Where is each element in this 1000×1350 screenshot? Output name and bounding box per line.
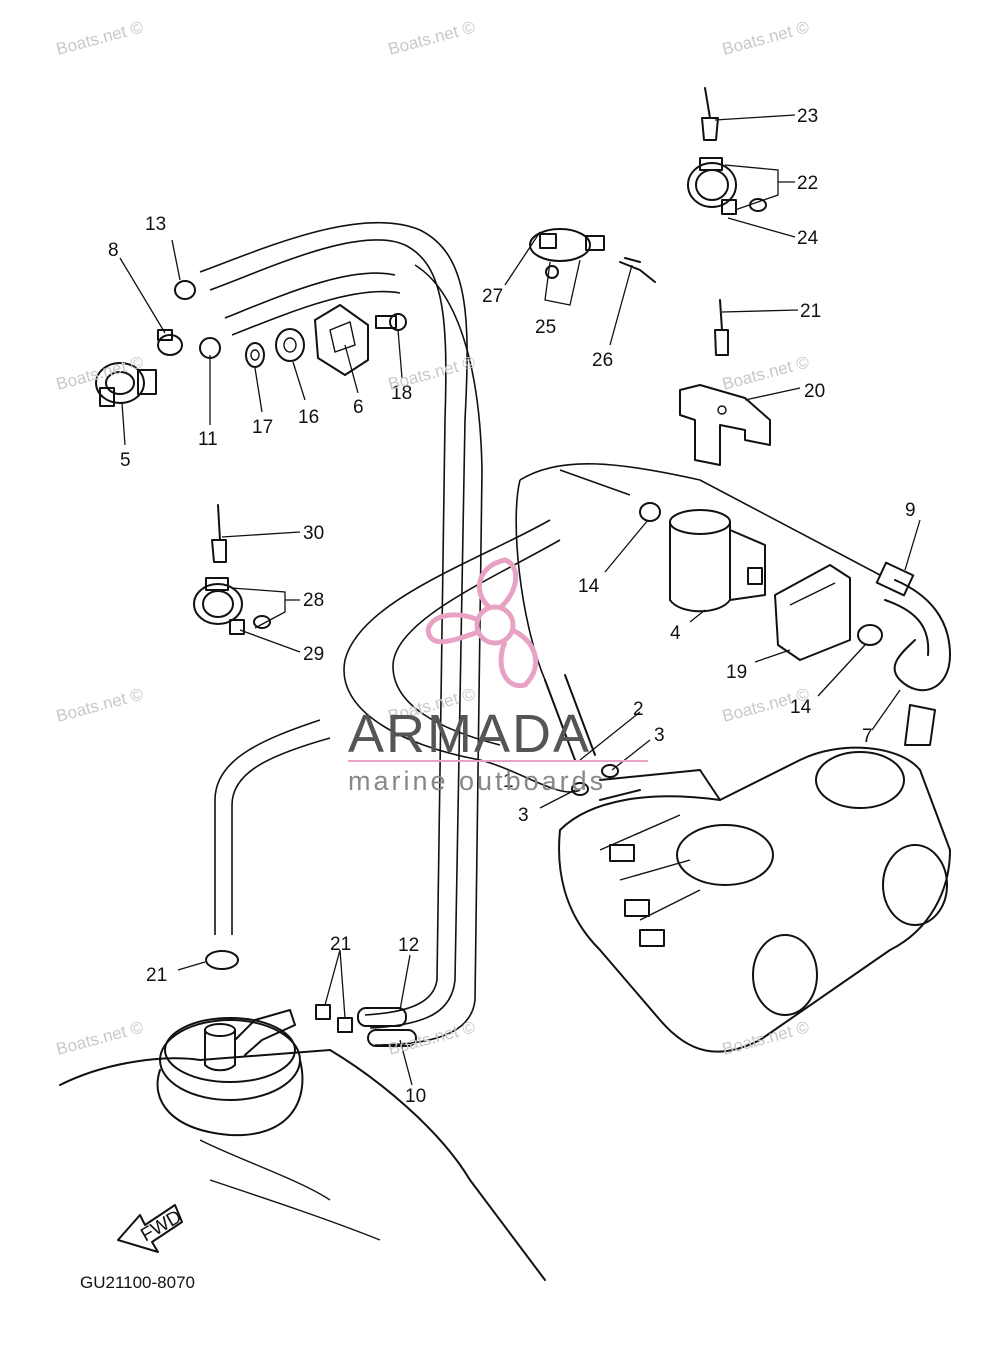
callout-1: 1 (503, 771, 514, 792)
part-code: GU21100-8070 (80, 1273, 195, 1292)
brand-divider (348, 760, 648, 762)
callout-3-a: 3 (654, 725, 665, 746)
clip-21-b (315, 1004, 353, 1033)
fwd-label: FWD (137, 1206, 185, 1246)
callout-14-b: 14 (790, 697, 812, 718)
callout-19: 20 (804, 381, 825, 402)
callout-17: 18 (391, 383, 412, 404)
clamp-27 (529, 228, 605, 279)
hose-10-12 (357, 1007, 417, 1047)
callout-21-b: 21 (146, 965, 167, 986)
rivet-23 (701, 87, 719, 141)
watermark-text: Boats.net © (386, 17, 477, 59)
clip-14-b (857, 624, 883, 646)
callout-30: 30 (303, 523, 324, 544)
callout-9: 9 (905, 500, 916, 521)
callout-11: 11 (198, 429, 218, 450)
vent-hose-long (199, 221, 483, 1046)
callout-2: 2 (633, 699, 644, 720)
cover-18 (774, 564, 851, 661)
callout-25: 25 (535, 317, 556, 338)
canister-4 (669, 509, 766, 613)
callout-22: 22 (797, 173, 818, 194)
callout-12: 12 (398, 935, 419, 956)
throttle-body-assembly (558, 704, 951, 1053)
pin-26 (619, 257, 656, 283)
watermark-text: Boats.net © (720, 17, 811, 59)
washer-16 (245, 342, 265, 368)
screw-17 (375, 313, 407, 331)
boats-net-watermarks: Boats.net © Boats.net © Boats.net © Boat… (54, 17, 811, 1059)
tank-fitting (204, 1009, 296, 1072)
clip-13 (174, 280, 196, 300)
check-valve-5 (95, 362, 157, 407)
rivet-20 (714, 299, 729, 356)
callout-5: 5 (120, 450, 131, 471)
bracket-19 (679, 384, 771, 466)
callout-29: 29 (303, 644, 324, 665)
armada-logo: ARMADA marine outboards (348, 557, 648, 796)
fuel-tank (59, 1017, 546, 1281)
hose-1-2 (544, 674, 619, 796)
brand-tagline: marine outboards (348, 766, 606, 796)
watermark-text: Boats.net © (386, 1017, 477, 1059)
callout-27: 27 (482, 286, 503, 307)
callout-14-a: 14 (578, 576, 600, 597)
damper-6 (314, 304, 369, 376)
propeller-icon (425, 557, 539, 689)
watermark-text: Boats.net © (720, 684, 811, 726)
callout-7: 7 (862, 726, 873, 747)
callout-8: 8 (108, 240, 119, 261)
watermark-text: Boats.net © (54, 1017, 145, 1059)
watermark-text: Boats.net © (54, 17, 145, 59)
callout-3-b: 3 (518, 805, 529, 826)
callout-28: 28 (303, 590, 324, 611)
callout-6: 6 (353, 397, 364, 418)
clip-14-a (639, 502, 661, 522)
callout-21-a: 21 (330, 934, 351, 955)
callout-labels: 23 22 24 13 8 27 25 26 21 20 6 18 16 17 … (80, 106, 916, 1292)
watermark-text: Boats.net © (720, 1017, 811, 1059)
callout-4: 4 (670, 623, 681, 644)
callout-13: 13 (145, 214, 166, 235)
rivet-30 (211, 504, 227, 563)
fwd-arrow-icon: FWD (117, 1204, 185, 1253)
callout-15: 16 (298, 407, 319, 428)
callout-23: 23 (797, 106, 818, 127)
callout-16: 17 (252, 417, 273, 438)
callout-24: 24 (797, 228, 819, 249)
leader-lines (119, 114, 921, 1086)
hose-7 (875, 561, 951, 692)
callout-10: 10 (405, 1086, 426, 1107)
clamp-28 (193, 577, 271, 635)
callout-18: 19 (726, 662, 747, 683)
clamp-22 (687, 157, 767, 215)
callout-20: 21 (800, 301, 821, 322)
watermark-text: Boats.net © (54, 684, 145, 726)
brand-name: ARMADA (348, 704, 591, 764)
callout-26: 26 (592, 350, 613, 371)
clip-21-a (205, 950, 239, 970)
grommet-15 (275, 328, 305, 362)
watermark-text: Boats.net © (720, 352, 811, 394)
hose-to-tank (214, 719, 331, 935)
clip-8 (157, 329, 183, 356)
